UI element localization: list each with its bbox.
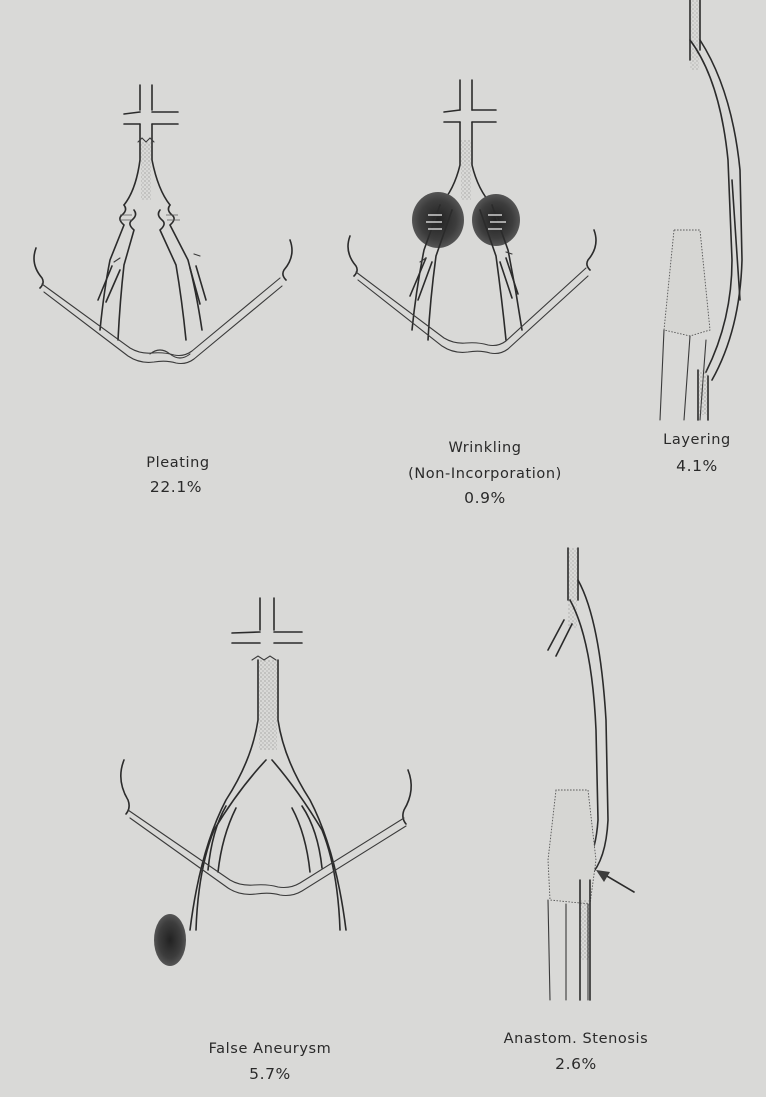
pleating-illustration: [34, 85, 292, 364]
anastomotic-stenosis-illustration: [548, 548, 634, 1000]
label-anastomotic-stenosis: Anastom. Stenosis 2.6%: [504, 1031, 649, 1073]
label-stenosis-name: Anastom. Stenosis: [504, 1031, 649, 1047]
label-layering-value: 4.1%: [676, 457, 718, 475]
wrinkling-illustration: [348, 80, 596, 354]
label-layering: Layering 4.1%: [663, 432, 731, 475]
label-pleating: Pleating 22.1%: [146, 455, 210, 496]
label-wrinkling-name: Wrinkling: [448, 440, 521, 456]
label-wrinkling-value: 0.9%: [464, 489, 506, 507]
label-false-aneurysm: False Aneurysm 5.7%: [209, 1041, 332, 1083]
label-false-aneurysm-name: False Aneurysm: [209, 1041, 332, 1057]
layering-illustration: [660, 0, 742, 420]
false-aneurysm-illustration: [121, 598, 411, 966]
label-false-aneurysm-value: 5.7%: [249, 1065, 291, 1083]
label-wrinkling-subtitle: (Non-Incorporation): [408, 466, 562, 482]
label-layering-name: Layering: [663, 432, 731, 448]
label-wrinkling: Wrinkling (Non-Incorporation) 0.9%: [408, 440, 562, 507]
label-stenosis-value: 2.6%: [555, 1055, 597, 1073]
label-pleating-name: Pleating: [146, 455, 210, 471]
label-pleating-value: 22.1%: [150, 478, 202, 496]
